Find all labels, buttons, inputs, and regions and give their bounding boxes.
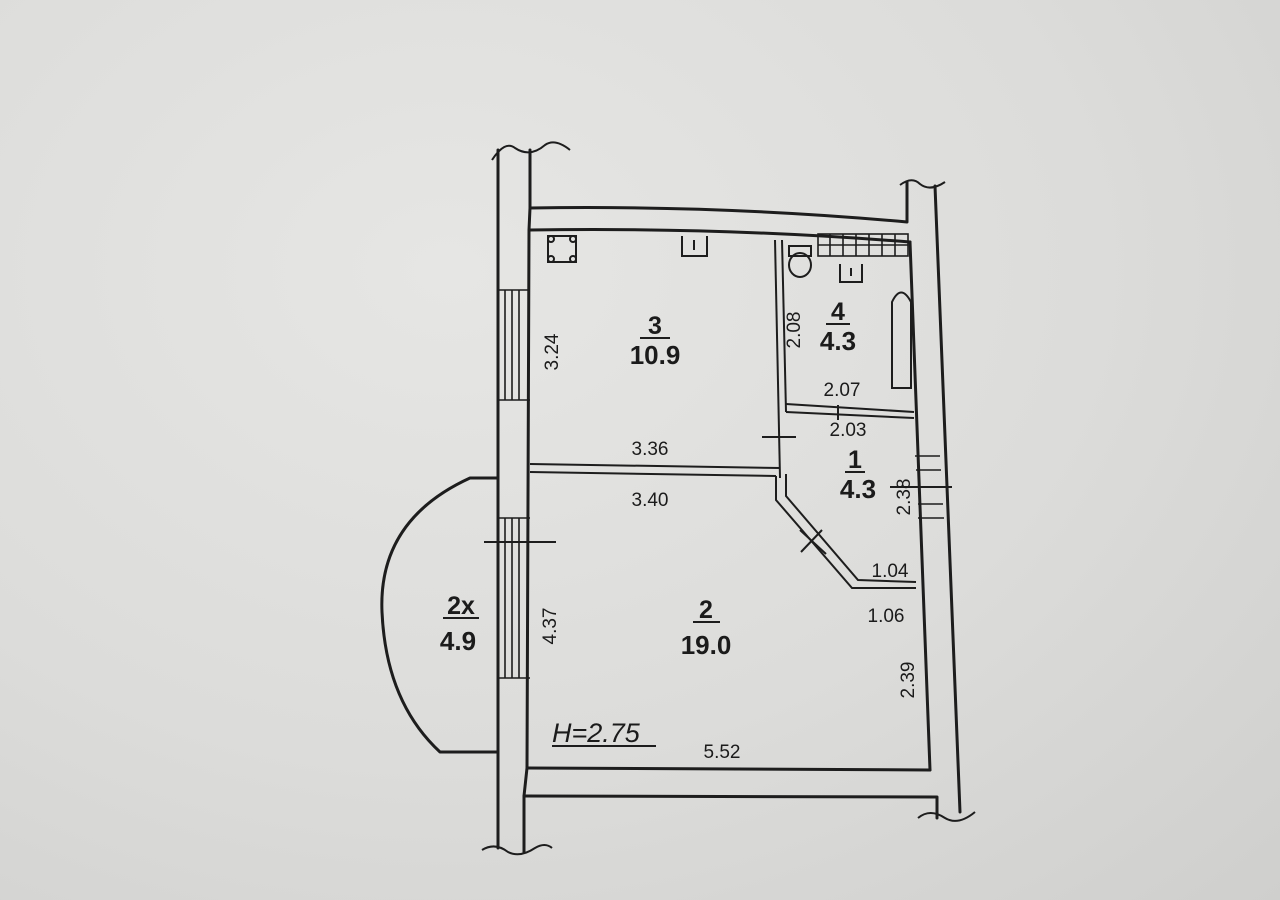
window-balcony-door (484, 517, 556, 679)
dim-room2-height: 4.37 (540, 608, 561, 645)
kitchen-sink-icon (681, 236, 708, 257)
dim-room2-niche: 1.06 (868, 606, 905, 627)
right-wall-inner (908, 240, 932, 772)
dim-room3-height: 3.24 (542, 333, 563, 370)
dim-room2-top-width: 3.40 (632, 490, 669, 511)
room-4-area: 4.3 (820, 326, 856, 356)
ventilation-grille (817, 233, 909, 257)
room-2-number: 2 (699, 596, 713, 624)
right-wall-outer (933, 184, 962, 814)
stove-icon (547, 235, 577, 263)
dim-room2-right-height: 2.39 (898, 662, 919, 699)
balcony-area: 4.9 (440, 626, 476, 656)
window-right (890, 455, 952, 519)
dim-room1-width: 2.03 (830, 420, 867, 441)
room-4-number: 4 (831, 298, 845, 326)
room-2-area: 19.0 (681, 630, 732, 660)
toilet-icon (788, 245, 812, 278)
top-wall-outer (528, 180, 909, 224)
top-wall-inner (528, 228, 912, 244)
outer-walls (481, 141, 976, 856)
dim-room4-height: 2.08 (784, 312, 805, 349)
break-mark-bottom-right (917, 811, 976, 822)
room-3-number: 3 (648, 312, 662, 340)
ceiling-height-label: H=2.75 (552, 718, 641, 748)
break-mark-bottom-left (481, 844, 553, 856)
dim-room2-width: 5.52 (704, 742, 741, 763)
interior-partitions (529, 239, 917, 589)
bathtub-icon (891, 291, 912, 389)
room-1-area: 4.3 (840, 474, 876, 504)
bottom-wall-outer (522, 794, 939, 820)
dim-room1-height: 2.38 (894, 479, 915, 516)
room-3-area: 10.9 (630, 340, 681, 370)
window-upper-left (498, 289, 530, 401)
break-mark-top-right (899, 179, 946, 189)
balcony-number: 2х (447, 592, 475, 620)
room-1-number: 1 (848, 446, 862, 474)
break-mark-top-left (491, 141, 571, 161)
left-wall-inner (522, 148, 532, 854)
dim-room1-diag: 1.04 (872, 561, 909, 582)
dim-room4-width: 2.07 (824, 380, 861, 401)
dim-room3-width: 3.36 (632, 439, 669, 460)
bottom-wall-inner (525, 766, 932, 772)
washbasin-icon (839, 264, 863, 283)
balcony-outline (380, 476, 500, 754)
